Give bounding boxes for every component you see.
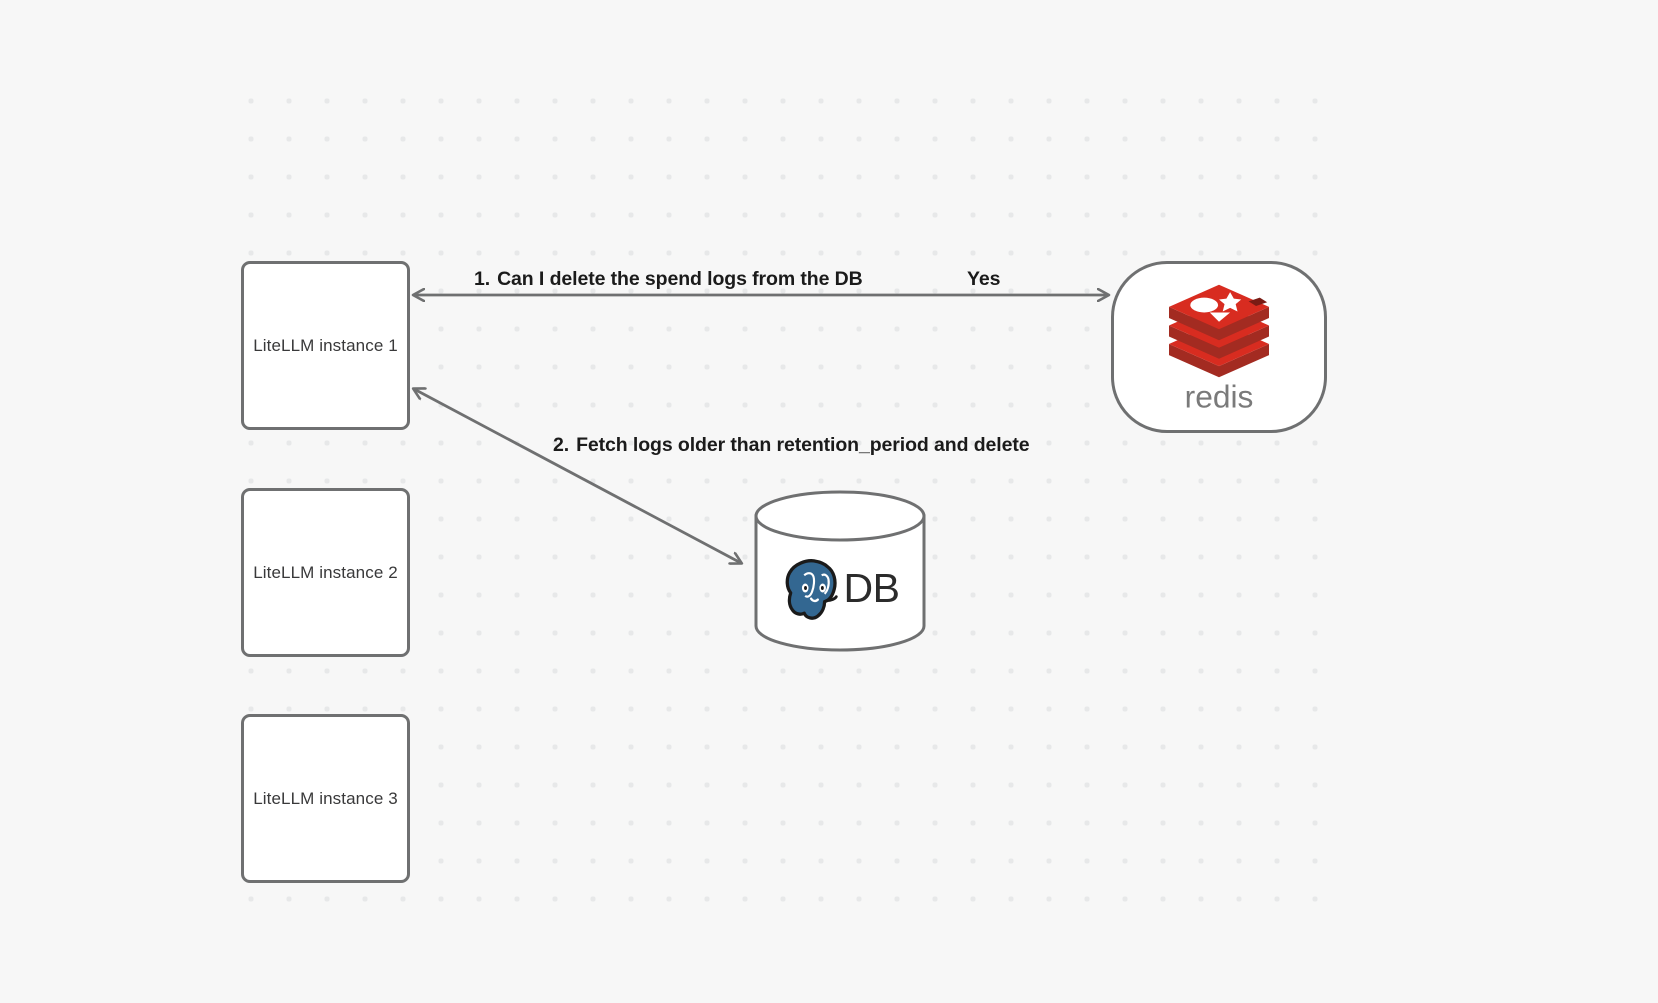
redis-wordmark: redis: [1185, 378, 1254, 414]
edge-label-1-text: Can I delete the spend logs from the DB: [497, 268, 863, 290]
node-database[interactable]: DB: [753, 490, 927, 652]
database-label: DB: [843, 564, 900, 611]
node-litellm-instance-1-label: LiteLLM instance 1: [253, 335, 398, 355]
node-litellm-instance-1[interactable]: LiteLLM instance 1: [241, 261, 410, 430]
edge-label-2-number: 2.: [553, 434, 570, 456]
edge-label-2: 2. Fetch logs older than retention_period…: [553, 434, 1030, 457]
edge-label-1: 1. Can I delete the spend logs from the D…: [474, 268, 863, 291]
edge-litellm1-database: [414, 389, 741, 563]
edge-label-1-answer: Yes: [967, 268, 1001, 290]
postgresql-elephant-icon: [785, 559, 838, 620]
redis-wordmark-text: redis: [1185, 378, 1254, 414]
database-cylinder-shape: [754, 490, 926, 652]
node-litellm-instance-2[interactable]: LiteLLM instance 2: [241, 488, 410, 657]
node-litellm-instance-3[interactable]: LiteLLM instance 3: [241, 714, 410, 883]
node-redis[interactable]: redis: [1111, 261, 1327, 433]
database-label-group: DB: [753, 552, 927, 624]
node-litellm-instance-3-label: LiteLLM instance 3: [253, 788, 398, 808]
redis-logo-icon: [1169, 284, 1269, 378]
node-litellm-instance-2-label: LiteLLM instance 2: [253, 562, 398, 582]
edge-label-2-text: Fetch logs older than retention_period a…: [576, 434, 1030, 456]
edge-label-1-number: 1.: [474, 268, 491, 290]
